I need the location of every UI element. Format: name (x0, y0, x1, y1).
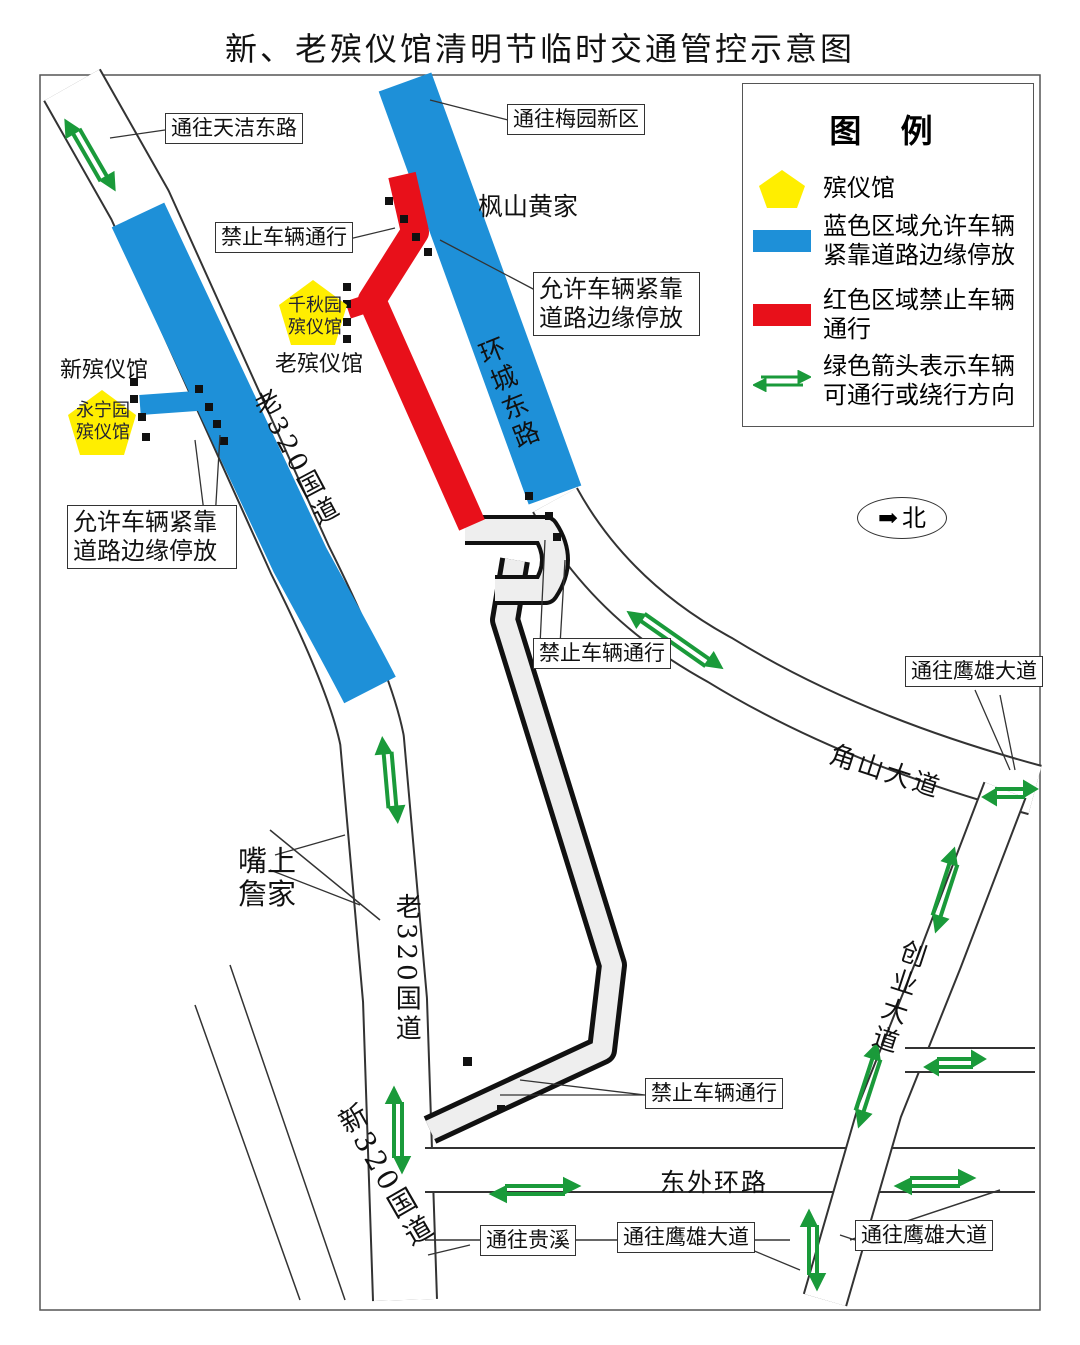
callout-to-yingxiong-1: 通往鹰雄大道 (905, 656, 1043, 688)
callout-lines (109, 99, 1016, 1271)
legend-label: 蓝色区域允许车辆紧靠道路边缘停放 (823, 212, 1015, 269)
map-title: 新、老殡仪馆清明节临时交通管控示意图 (224, 30, 855, 68)
callout-to-yingxiong-2: 通往鹰雄大道 (617, 1222, 755, 1254)
callout-allow-parking-2: 允许车辆紧靠道路边缘停放 (67, 505, 237, 569)
callout-no-traffic-3: 禁止车辆通行 (645, 1078, 783, 1110)
green-arrows-icon (753, 369, 811, 392)
legend-label: 殡仪馆 (823, 173, 895, 202)
north-label: 北 (902, 503, 927, 532)
road-dongwai-ring: 东外环路 (660, 1168, 769, 1197)
red-no-traffic-road (358, 171, 485, 531)
road-old-320-bottom: 老320国道 (391, 893, 422, 1045)
barrier-marks (130, 197, 561, 1111)
legend-item-green: 绿色箭头表示车辆可通行或绕行方向 (753, 352, 1033, 410)
callout-to-meiyuan: 通往梅园新区 (507, 104, 645, 136)
arrow-right-icon: ➡ (877, 503, 899, 532)
callout-to-yingxiong-3: 通往鹰雄大道 (855, 1220, 993, 1252)
callout-no-traffic-2: 禁止车辆通行 (533, 638, 671, 670)
funeral-access-road (423, 515, 627, 1144)
qianqiu-funeral-home-marker (279, 280, 347, 345)
blue-parking-huancheng (378, 72, 582, 505)
legend-label: 绿色箭头表示车辆可通行或绕行方向 (823, 352, 1015, 409)
qianqiu-funeral-home-label: 千秋园殡仪馆 (288, 295, 342, 338)
map-frame (39, 74, 1041, 1311)
callout-to-guixi: 通往贵溪 (480, 1225, 576, 1257)
legend-item-funeral-home: 殡仪馆 (753, 166, 895, 210)
callout-no-traffic-1: 禁止车辆通行 (215, 222, 353, 254)
blue-swatch-icon (753, 229, 811, 252)
chuangye-road (802, 781, 1027, 1307)
legend-item-blue: 蓝色区域允许车辆紧靠道路边缘停放 (753, 212, 1033, 270)
callout-to-tianjie-road: 通往天洁东路 (165, 113, 303, 145)
legend-item-red: 红色区域禁止车辆通行 (753, 286, 1033, 344)
callout-allow-parking-1: 允许车辆紧靠道路边缘停放 (533, 272, 700, 336)
legend-label: 红色区域禁止车辆通行 (823, 286, 1015, 343)
place-fengshan-huangjia: 枫山黄家 (478, 192, 579, 221)
yongning-funeral-home-marker (68, 390, 136, 455)
yellow-pentagon-icon (759, 170, 805, 208)
blue-parking-yongning-branch (139, 390, 211, 415)
red-swatch-icon (753, 303, 811, 326)
place-old-funeral-home: 老殡仪馆 (275, 352, 364, 377)
blue-parking-old-320 (111, 202, 396, 704)
place-zuishang-zhanjia: 嘴上詹家 (238, 844, 297, 912)
north-indicator: ➡ 北 (857, 497, 947, 539)
jiaoshan-road (532, 487, 1042, 816)
yongning-funeral-home-label: 永宁园殡仪馆 (76, 400, 130, 443)
legend: 图 例 殡仪馆 蓝色区域允许车辆紧靠道路边缘停放 红色区域禁止车辆通行 绿色箭头… (742, 83, 1034, 427)
minor-roads (194, 829, 381, 1301)
place-new-funeral-home: 新殡仪馆 (60, 358, 149, 383)
green-arrows (64, 118, 1039, 1292)
legend-title: 图 例 (829, 112, 947, 150)
